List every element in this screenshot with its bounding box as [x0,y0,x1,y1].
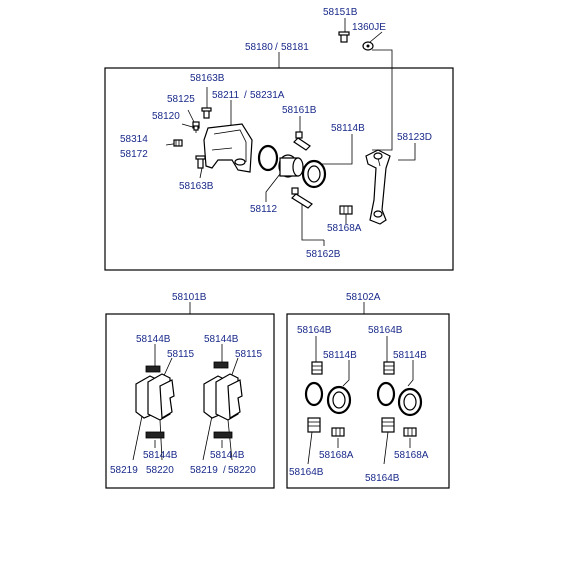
label-58144b-4: 58144B [210,450,245,461]
dust-boot-58114b-right-part [397,387,423,417]
seal-ring-right-part [376,381,396,407]
label-58114b-2: 58114B [393,350,427,361]
boot-58168a-right-part [403,427,417,437]
label-58164b-4: 58164B [365,473,400,484]
pad-kit-frame [105,313,275,489]
bolt-58163b-bottom-part [195,155,206,169]
label-separator-58211-58231a: / [244,90,247,101]
label-58168a-top: 58168A [327,223,362,234]
boot-58314-part [173,139,183,147]
label-58163b-top: 58163B [190,73,225,84]
dust-boot-58114b-left-part [326,385,352,415]
label-58151b: 58151B [323,7,358,18]
label-58144b-1: 58144B [136,334,171,345]
label-58219-2: 58219 [190,465,218,476]
guide-pin-58161b-part [293,131,311,151]
label-58112: 58112 [250,204,278,215]
label-58168a-1: 58168A [319,450,354,461]
bolt-58151b-part [338,31,350,43]
label-58123d: 58123D [397,132,432,143]
label-58115-1: 58115 [167,349,195,360]
bolt-58163b-top-part [201,107,212,119]
label-58144b-3: 58144B [143,450,178,461]
boot-58164b-left-bottom-part [307,417,321,433]
caliper-body-part [203,123,253,173]
label-58314: 58314 [120,134,148,145]
washer-1360je-part [362,41,374,51]
label-58220-2: 58220 [228,465,256,476]
label-58164b-3: 58164B [289,467,324,478]
boot-58164b-right-bottom-part [381,417,395,433]
part-number-labels: 58151B 1360JE 58180 / 58181 58163B 58125… [110,7,432,484]
label-58219-1: 58219 [110,465,138,476]
label-58181: 58181 [281,42,309,53]
label-1360je: 1360JE [352,22,386,33]
label-58115-2: 58115 [235,349,263,360]
label-58164b-1: 58164B [297,325,332,336]
label-58220-1: 58220 [146,465,174,476]
label-58125: 58125 [167,94,195,105]
label-58161b: 58161B [282,105,317,116]
label-separator-58219-58220: / [223,465,226,476]
piston-seal-58112-part [257,144,279,172]
brake-pad-set-left-part [135,365,175,439]
label-58144b-2: 58144B [204,334,239,345]
label-58102a: 58102A [346,292,381,303]
label-58163b-bottom: 58163B [179,181,214,192]
leader-lines-top [165,18,416,246]
dust-boot-58114b-top-part [301,159,327,189]
label-58164b-2: 58164B [368,325,403,336]
brake-pad-set-right-part [203,361,243,439]
boot-58168a-left-part [331,427,345,437]
piston-part [278,154,304,178]
label-58168a-2: 58168A [394,450,429,461]
label-separator-58180-58181: / [275,42,278,53]
label-58231a: 58231A [250,90,285,101]
label-58180: 58180 [245,42,273,53]
label-58120: 58120 [152,111,180,122]
boot-58164b-left-top-part [311,361,323,375]
seal-kit-frame [286,313,450,489]
label-58101b: 58101B [172,292,207,303]
boot-58168a-top-part [339,205,353,215]
bleeder-cap-58120-part [193,125,199,131]
label-58172: 58172 [120,149,148,160]
boot-58164b-right-top-part [383,361,395,375]
label-58162b: 58162B [306,249,341,260]
guide-pin-58162b-part [291,187,313,209]
caliper-bracket-58123d-part [365,149,391,225]
label-58211: 58211 [212,90,240,101]
leader-lines-seals [307,302,414,465]
label-58114b-1: 58114B [323,350,357,361]
label-58114b-top: 58114B [331,123,365,134]
seal-ring-left-part [304,381,324,407]
